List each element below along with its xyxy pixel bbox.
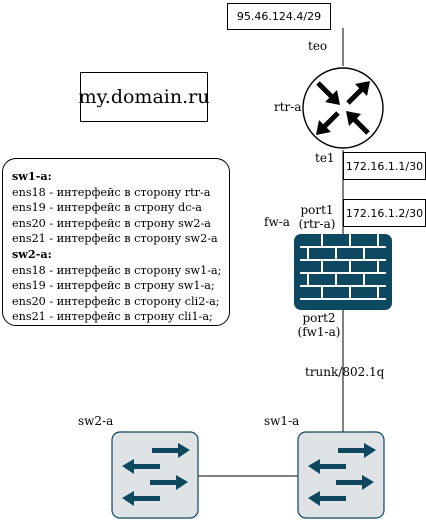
interface-legend: sw1-a: ens18 - интерфейс в сторону rtr-a… [2, 158, 230, 326]
port1-label: port1 [300, 203, 334, 217]
firewall-name-label: fw-a [264, 215, 290, 229]
domain-label: my.domain.ru [78, 86, 210, 108]
router-name-label: rtr-a [274, 100, 302, 114]
net1-label: 172.16.1.1/30 [345, 159, 424, 173]
legend-line: ens20 - интерфейс в строну sw2-a [12, 216, 211, 230]
domain-box: my.domain.ru [78, 72, 210, 122]
wan-subnet-box: 95.46.124.4/29 [227, 3, 331, 30]
legend-line: ens20 - интерфейс в сторону cli2-a; [12, 294, 220, 308]
switch-sw2-icon[interactable] [111, 431, 199, 519]
net1-box: 172.16.1.1/30 [343, 152, 426, 180]
port2-sub-label: (fw1-a) [297, 325, 341, 339]
port1-sub-label: (rtr-a) [298, 217, 336, 231]
wan-subnet-label: 95.46.124.4/29 [236, 10, 322, 23]
router-icon[interactable] [302, 67, 384, 149]
switch-sw1-icon[interactable] [297, 431, 385, 519]
port2-label: port2 [302, 311, 336, 325]
legend-sw2-header: sw2-a: [12, 246, 52, 261]
net2-label: 172.16.1.2/30 [345, 206, 424, 220]
legend-sw1-header: sw1-a: [12, 169, 52, 183]
teo-label: teo [308, 39, 328, 53]
legend-line: ens19 - интерфейс в строну dc-a [12, 201, 202, 215]
te1-label: te1 [315, 151, 335, 165]
trunk-label: trunk/802.1q [305, 365, 385, 379]
legend-line: ens21 - интерфейс в сторону sw2-a [12, 232, 218, 246]
sw1-name-label: sw1-a [264, 414, 300, 428]
port1-label-group: port1 (rtr-a) [296, 203, 338, 231]
legend-line: ens18 - интерфейс в сторону sw1-a; [12, 263, 222, 277]
legend-line: ens18 - интерфейс в сторону rtr-a [12, 185, 211, 199]
legend-line: ens19 - интерфейс в строну sw1-a; [12, 279, 215, 293]
firewall-icon[interactable] [294, 234, 392, 310]
sw2-name-label: sw2-a [78, 414, 114, 428]
legend-line: ens21 - интерфейс в строну cli1-a; [12, 310, 213, 324]
net2-box: 172.16.1.2/30 [343, 199, 426, 227]
port2-label-group: port2 (fw1-a) [296, 311, 342, 339]
